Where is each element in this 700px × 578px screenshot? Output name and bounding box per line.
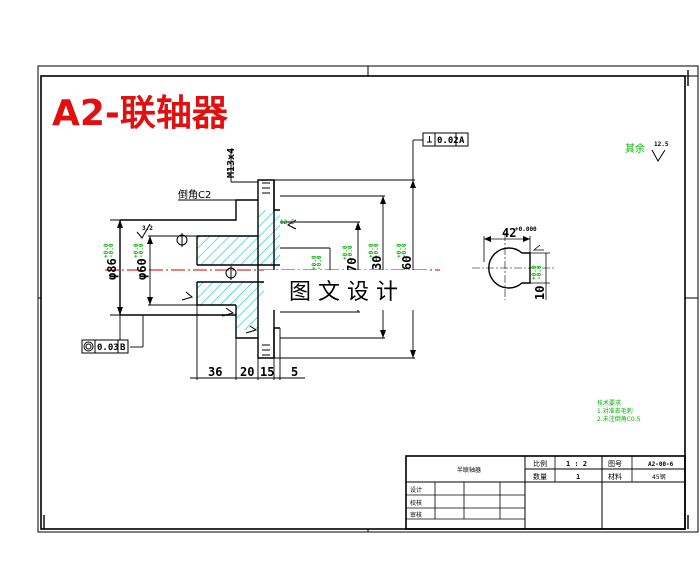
- dim-phi60: φ60: [135, 258, 149, 280]
- roughness-marks: [136, 219, 297, 334]
- svg-text:+0.0: +0.0: [342, 245, 349, 260]
- tb-part-name: 半联轴器: [457, 466, 481, 474]
- rest-roughness-symbol: [651, 149, 666, 162]
- tol-flatness-value: 0.02: [437, 136, 459, 146]
- svg-text:+0.0: +0.0: [531, 265, 538, 280]
- keyway-width-tol: +0.000: [515, 226, 537, 233]
- tol-runout-datum: B: [120, 343, 126, 353]
- svg-text:-0.0: -0.0: [316, 255, 323, 270]
- tolerance-stacks: +0.0 -0.0 +0.0 -0.0 +0.0 -0.0 +0.0 -0.0 …: [103, 243, 408, 270]
- dim-5: 5: [291, 365, 298, 379]
- part-section: [105, 179, 440, 359]
- dim-36: 36: [208, 365, 222, 379]
- svg-text:-0.0: -0.0: [347, 245, 354, 260]
- tb-dwgno-label: 图号: [608, 460, 622, 468]
- dim-phi86: φ86: [105, 258, 119, 280]
- svg-text:+0.0: +0.0: [133, 243, 140, 258]
- corner-marks: [43, 70, 689, 529]
- title-block: [405, 455, 686, 530]
- dim-30: 30: [370, 256, 384, 270]
- roughness-left-value: 3.2: [142, 225, 153, 232]
- tb-qty-label: 数量: [533, 472, 547, 481]
- bore-symbols: [176, 233, 237, 280]
- dim-15: 15: [260, 365, 274, 379]
- tb-qty-value: 1: [576, 473, 580, 481]
- tb-approver-label: 审核: [410, 511, 422, 519]
- svg-text:-0.0: -0.0: [108, 243, 115, 258]
- svg-text:-0.0: -0.0: [401, 243, 408, 258]
- watermark: 图文设计: [264, 270, 430, 310]
- tech-req-1: 1.对准去毛刺: [597, 407, 633, 415]
- zone-marks: [38, 66, 698, 532]
- svg-text:+0.0: +0.0: [368, 243, 375, 258]
- svg-text:-0.0: -0.0: [138, 243, 145, 258]
- tech-req-title: 技术要求: [597, 399, 621, 407]
- svg-text:-0.0: -0.0: [536, 265, 543, 280]
- dim-70: 70: [345, 258, 359, 272]
- chamfer-note: 倒角C2: [178, 189, 211, 201]
- tb-scale-value: 1 : 2: [566, 460, 587, 468]
- keyway-width: 42: [502, 226, 516, 240]
- tol-flatness-datum: A: [459, 136, 465, 146]
- svg-text:+0.0: +0.0: [396, 243, 403, 258]
- sheet-inner-frame: [40, 75, 686, 530]
- tb-dwgno-value: A2-00-6: [648, 461, 674, 468]
- tech-req-2: 2.未注倒角C0.5: [597, 415, 641, 423]
- svg-text:-0.0: -0.0: [373, 243, 380, 258]
- svg-text:+0.0: +0.0: [311, 255, 318, 270]
- tb-checker-label: 校核: [410, 499, 422, 507]
- thread-label: M13x4: [226, 148, 237, 178]
- tb-material-value: 45钢: [652, 473, 666, 481]
- rest-roughness-label: 其余: [625, 142, 645, 155]
- dim-20: 20: [240, 365, 254, 379]
- dim-60-right: 60: [400, 256, 414, 270]
- svg-text:+0.0: +0.0: [103, 243, 110, 258]
- drawing-title: A2-联轴器: [52, 93, 229, 134]
- keyway-depth: 10: [533, 286, 547, 300]
- keyway-view: [472, 233, 556, 300]
- tb-designer-label: 设计: [410, 486, 422, 494]
- keyway-tol-stack: +0.0 -0.0: [531, 265, 543, 280]
- rest-roughness-value: 12.5: [654, 141, 669, 148]
- tol-frame-runout: [81, 339, 129, 354]
- roughness-right-value: 12.5: [280, 219, 295, 226]
- tb-scale-label: 比例: [533, 459, 547, 468]
- tol-runout-value: 0.03: [97, 343, 119, 353]
- tb-material-label: 材料: [608, 472, 622, 481]
- tol-frame-flatness: [422, 132, 469, 147]
